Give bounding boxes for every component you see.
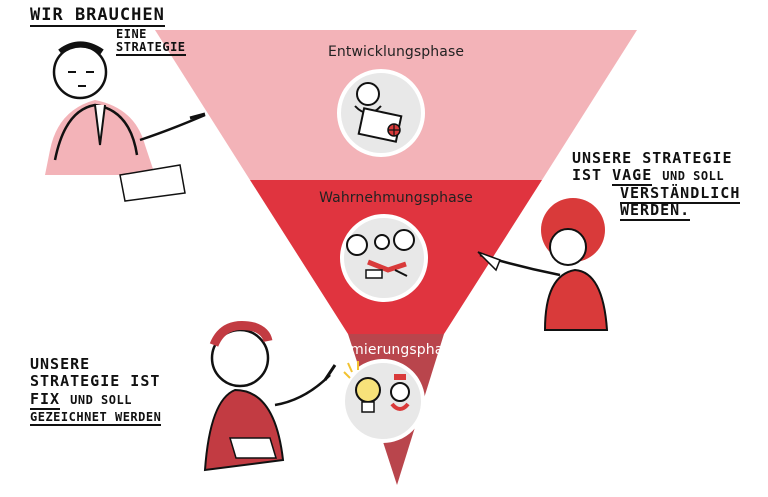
phase-label-wahrnehmung: Wahrnehmungsphase [319,190,473,206]
speech-bottom-left-line3b: und soll [70,392,132,407]
speech-bottom-left-line2: Strategie ist [30,372,161,391]
phase-label-entwicklung: Entwicklungsphase [327,44,465,60]
speech-top-left-line2b: Strategie [116,40,186,57]
speech-right-line4: werden. [620,200,691,221]
speech-bottom-left-line4: gezeichnet werden [30,409,162,426]
speech-right-line2b: vage [612,166,653,187]
boy-figure [203,321,337,472]
speech-right-line2c: und soll [662,169,725,184]
speech-top-left-line2a: eine [116,26,147,41]
designer-at-desk-icon [337,69,425,157]
speech-right-line3: verständlich [620,183,741,204]
speech-bottom-left: Unsere Strategie ist Fix und soll gezeic… [30,355,162,426]
woman-figure [477,198,609,331]
phase-label-optimierung: Optimierungsphase [320,342,460,358]
idea-lightbulb-icon [341,359,425,443]
speech-bottom-left-line3a: Fix [30,389,61,410]
speech-right: Unsere Strategie ist vage und soll verst… [572,149,741,221]
speech-right-line2a: ist [572,166,603,185]
manager-figure [45,41,206,202]
team-discussion-icon [340,214,428,302]
speech-right-line1: Unsere Strategie [572,149,733,167]
speech-bottom-left-line1: Unsere [30,355,91,373]
speech-top-left: Wir Brauchen eine Strategie [30,5,186,57]
speech-top-left-line1: Wir Brauchen [30,5,165,27]
